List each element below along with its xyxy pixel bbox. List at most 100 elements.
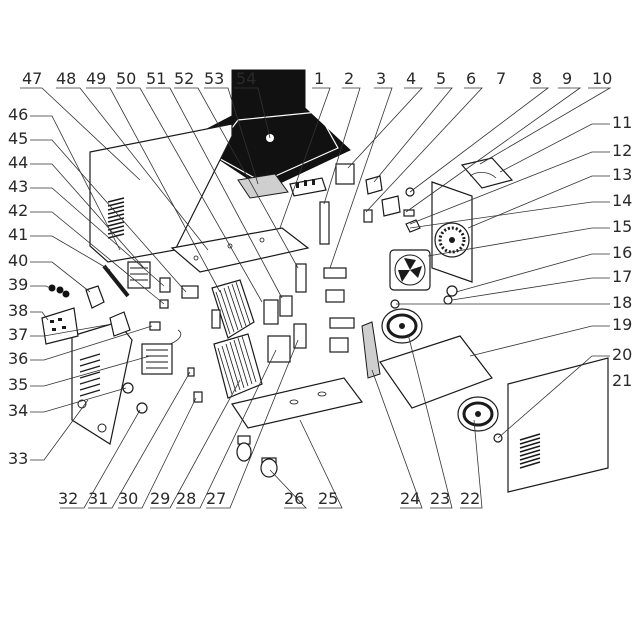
callout-5: 5 xyxy=(436,69,446,88)
fan xyxy=(389,249,431,291)
callout-31: 31 xyxy=(88,489,108,508)
knob-34 xyxy=(122,382,134,394)
callout-29: 29 xyxy=(150,489,170,508)
bracket-4 xyxy=(365,175,383,195)
knob-32 xyxy=(136,402,148,414)
callout-1: 1 xyxy=(314,69,324,88)
relay xyxy=(335,163,355,185)
callout-38: 38 xyxy=(8,301,28,320)
callout-12: 12 xyxy=(612,141,632,160)
bracket-5 xyxy=(381,195,401,217)
callout-27: 27 xyxy=(206,489,226,508)
back-panel xyxy=(431,181,473,283)
callout-50: 50 xyxy=(116,69,136,88)
part-45 xyxy=(159,277,171,293)
callout-23: 23 xyxy=(430,489,450,508)
callout-7: 7 xyxy=(496,69,506,88)
right-side-panel xyxy=(507,357,609,493)
bottom-chassis xyxy=(379,335,493,409)
callout-10: 10 xyxy=(592,69,612,88)
leader-lines xyxy=(20,87,612,509)
screw-13 xyxy=(405,219,421,233)
wheel-upper xyxy=(381,308,423,344)
callout-15: 15 xyxy=(612,217,632,236)
bar-part xyxy=(319,201,330,245)
clamp-37 xyxy=(109,311,131,337)
rod-41 xyxy=(102,264,130,298)
callout-54: 54 xyxy=(236,69,256,88)
left-side-panel xyxy=(89,123,233,263)
part-31 xyxy=(187,367,195,377)
bracket-52 xyxy=(295,263,307,293)
callout-26: 26 xyxy=(284,489,304,508)
callout-34: 34 xyxy=(8,401,28,420)
transformer-43 xyxy=(127,261,151,289)
callout-41: 41 xyxy=(8,225,28,244)
callout-6: 6 xyxy=(466,69,476,88)
callout-21: 21 xyxy=(612,371,632,390)
callout-13: 13 xyxy=(612,165,632,184)
connector-b xyxy=(325,289,345,303)
control-board xyxy=(237,173,289,199)
middle-plate xyxy=(170,227,310,273)
module-50 xyxy=(279,295,293,317)
clip-8 xyxy=(403,209,415,217)
callout-25: 25 xyxy=(318,489,338,508)
clamp-40 xyxy=(85,285,105,309)
part-30 xyxy=(193,391,203,403)
switch-6 xyxy=(363,209,373,223)
callout-51: 51 xyxy=(146,69,166,88)
front-panel xyxy=(71,321,133,445)
clip-36 xyxy=(149,321,161,331)
knob-39b xyxy=(56,286,64,294)
knob-17 xyxy=(446,285,458,297)
caster-wheel-1 xyxy=(236,435,252,462)
callout-17: 17 xyxy=(612,267,632,286)
module-28 xyxy=(267,335,291,363)
part-48 xyxy=(211,309,221,329)
heatsink-lower xyxy=(213,333,263,399)
knob-39a xyxy=(48,284,56,292)
callout-28: 28 xyxy=(176,489,196,508)
callout-36: 36 xyxy=(8,349,28,368)
pcb-board-small xyxy=(289,177,327,197)
callout-44: 44 xyxy=(8,153,28,172)
callout-19: 19 xyxy=(612,315,632,334)
callout-37: 37 xyxy=(8,325,28,344)
connector-a xyxy=(323,267,347,279)
heatsink-upper xyxy=(211,279,255,339)
callout-39: 39 xyxy=(8,275,28,294)
callout-numbers: 47 48 49 50 51 52 53 54 1 2 3 4 5 6 7 8 … xyxy=(8,69,632,508)
callout-43: 43 xyxy=(8,177,28,196)
callout-40: 40 xyxy=(8,251,28,270)
callout-52: 52 xyxy=(174,69,194,88)
callout-20: 20 xyxy=(612,345,632,364)
callout-16: 16 xyxy=(612,243,632,262)
callout-4: 4 xyxy=(406,69,416,88)
caster-wheel-2 xyxy=(260,457,278,478)
part-46 xyxy=(181,285,199,299)
callout-18: 18 xyxy=(612,293,632,312)
callout-53: 53 xyxy=(204,69,224,88)
callout-49: 49 xyxy=(86,69,106,88)
module-51 xyxy=(263,299,279,325)
callout-32: 32 xyxy=(58,489,78,508)
callout-35: 35 xyxy=(8,375,28,394)
wheel-lower xyxy=(457,396,499,432)
connector-d xyxy=(329,337,349,353)
callout-11: 11 xyxy=(612,113,632,132)
callout-24: 24 xyxy=(400,489,420,508)
parts-drawing xyxy=(41,69,609,493)
callout-14: 14 xyxy=(612,191,632,210)
callout-33: 33 xyxy=(8,449,28,468)
callout-9: 9 xyxy=(562,69,572,88)
callout-45: 45 xyxy=(8,129,28,148)
callout-47: 47 xyxy=(22,69,42,88)
callout-3: 3 xyxy=(376,69,386,88)
knob-39c xyxy=(62,290,70,298)
callout-2: 2 xyxy=(344,69,354,88)
connector-c xyxy=(329,317,355,329)
top-cover xyxy=(204,69,351,191)
transformer-35 xyxy=(141,329,182,375)
